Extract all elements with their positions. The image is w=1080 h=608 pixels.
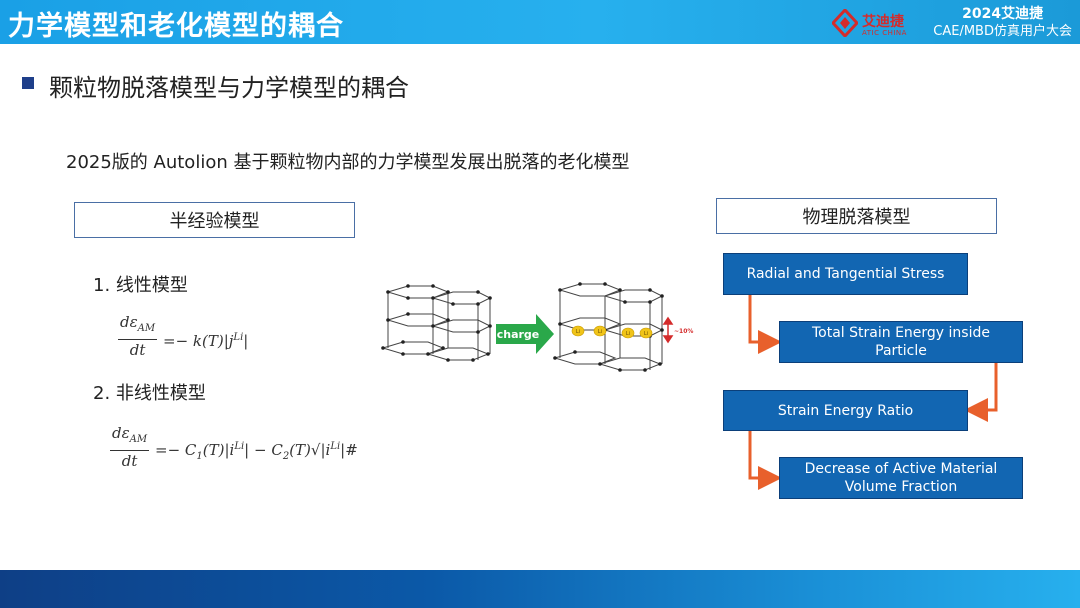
linear-eq-rhs: =− k(T)|jLi|: [163, 332, 249, 350]
lattice-before: [381, 285, 492, 361]
flow-step-volume-fraction: Decrease of Active Material Volume Fract…: [779, 457, 1023, 499]
logo-text-en: ATIC CHINA: [862, 29, 907, 37]
linear-eq-fraction: dεAM dt: [118, 313, 158, 359]
nonlinear-model-label: 2. 非线性模型: [93, 383, 206, 404]
logo-mark-icon: [832, 9, 858, 37]
flow-arrow-3: [748, 431, 782, 490]
semi-empirical-model-title: 半经验模型: [74, 202, 355, 238]
lithium-ions: [571, 325, 653, 339]
svg-text:Li: Li: [644, 331, 648, 337]
svg-text:Li: Li: [576, 329, 580, 335]
charge-arrow-label: charge: [497, 328, 540, 341]
expansion-label: ~10%: [674, 328, 693, 335]
flow-step-strain-energy-ratio: Strain Energy Ratio: [723, 390, 968, 431]
svg-text:Li: Li: [626, 331, 630, 337]
flow-step-strain-energy: Total Strain Energy inside Particle: [779, 321, 1023, 363]
flow-arrow-2: [964, 363, 998, 422]
intro-text: 2025版的 Autolion 基于颗粒物内部的力学模型发展出脱落的老化模型: [66, 152, 630, 173]
linear-model-label: 1. 线性模型: [93, 275, 188, 296]
lithium-ion-labels: Li Li Li Li: [576, 329, 648, 337]
conference-name: 2024艾迪捷 CAE/MBD仿真用户大会: [933, 5, 1072, 41]
lattice-before-nodes: [381, 284, 492, 362]
section-heading-text: 颗粒物脱落模型与力学模型的耦合: [49, 74, 409, 102]
nonlinear-eq-rhs: =− C1(T)|iLi| − C2(T)√|iLi|#: [155, 441, 358, 462]
svg-text:Li: Li: [598, 329, 602, 335]
header-bar: 力学模型和老化模型的耦合 艾迪捷 ATIC CHINA 2024艾迪捷 CAE/…: [0, 0, 1080, 44]
bullet-square-icon: [22, 77, 34, 89]
slide-title: 力学模型和老化模型的耦合: [8, 11, 344, 42]
footer-bar: [0, 570, 1080, 608]
nonlinear-eq-fraction: dεAM dt: [110, 424, 150, 470]
flow-step-stress: Radial and Tangential Stress: [723, 253, 968, 295]
logo-text-cn: 艾迪捷: [862, 14, 904, 30]
lattice-expansion-diagram: charge Li Li Li Li ~10%: [381, 282, 693, 372]
lattice-after: [553, 283, 664, 371]
flow-arrow-1: [748, 295, 782, 354]
conference-line-2: CAE/MBD仿真用户大会: [933, 24, 1072, 39]
company-logo: 艾迪捷 ATIC CHINA: [832, 9, 912, 39]
conference-line-1: 2024艾迪捷: [962, 6, 1044, 22]
physical-shedding-model-title: 物理脱落模型: [716, 198, 997, 234]
charge-arrow-icon: [496, 314, 554, 354]
expansion-arrow-icon: [662, 316, 674, 344]
